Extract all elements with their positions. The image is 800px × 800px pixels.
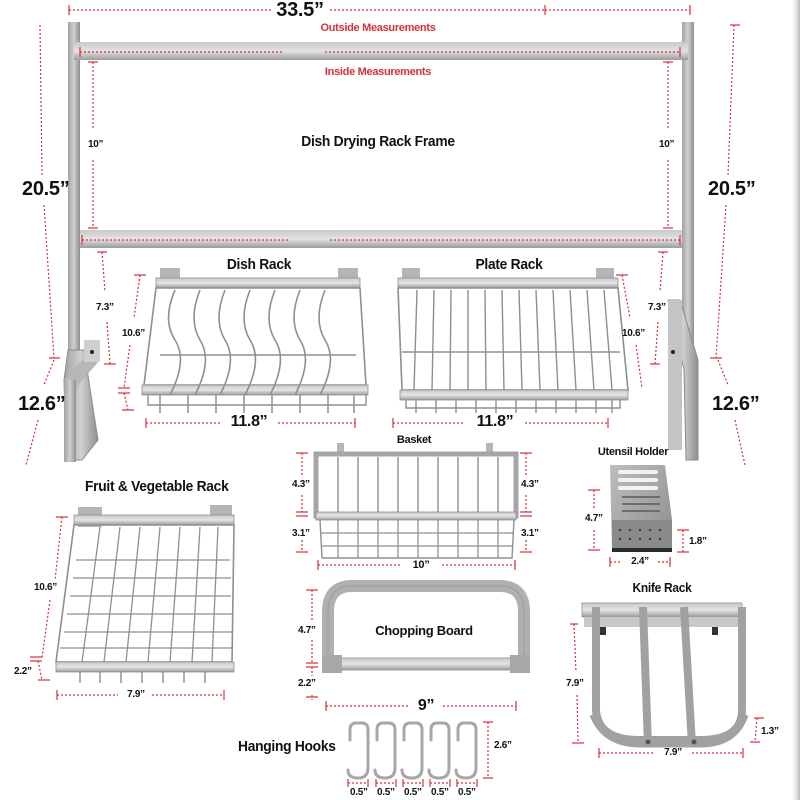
hook-width-1: 0.5”	[350, 787, 368, 798]
plate-rack-title: Plate Rack	[475, 256, 543, 273]
chopping-board-height-lower: 2.2”	[298, 678, 316, 689]
dish-rack-title: Dish Rack	[226, 256, 292, 273]
dimension-lines	[25, 5, 764, 787]
outside-measurements-label: Outside Measurements	[320, 22, 436, 34]
frame-height-left: 20.5”	[22, 178, 70, 200]
dish-rack-graphic	[141, 268, 369, 413]
fruit-vegetable-rack-width: 7.9”	[127, 689, 145, 700]
fruit-vegetable-rack-depth: 10.6”	[34, 582, 57, 593]
dish-rack-depth: 10.6”	[122, 328, 145, 339]
fruit-vegetable-rack-graphic	[55, 505, 235, 683]
fruit-vegetable-rack-height: 2.2”	[14, 666, 32, 677]
plate-rack-width: 11.8”	[476, 413, 514, 430]
frame-upper-gap-right: 10”	[659, 139, 675, 150]
rack-frame	[63, 22, 699, 462]
plate-rack-graphic	[397, 268, 629, 413]
basket-height-lower-left: 3.1”	[292, 528, 310, 539]
plate-rack-depth: 10.6”	[622, 328, 645, 339]
chopping-board-title: Chopping Board	[375, 623, 473, 638]
chopping-board-width: 9”	[417, 697, 435, 714]
knife-rack-width: 7.9”	[664, 747, 682, 758]
frame-base-depth-right: 12.6”	[712, 393, 760, 415]
knife-rack-height: 7.9”	[566, 678, 584, 689]
knife-rack-lip-height: 1.3”	[761, 726, 779, 737]
utensil-holder-width: 2.4”	[631, 556, 649, 567]
utensil-holder-title: Utensil Holder	[597, 446, 669, 458]
dish-rack-width: 11.8”	[230, 413, 268, 430]
basket-height-lower-right: 3.1”	[521, 528, 539, 539]
hook-width-3: 0.5”	[404, 787, 422, 798]
knife-rack-graphic	[581, 602, 749, 748]
hook-width-5: 0.5”	[458, 787, 476, 798]
basket-title: Basket	[396, 434, 432, 446]
basket-graphic	[313, 443, 519, 559]
basket-height-upper-left: 4.3”	[292, 479, 310, 490]
utensil-holder-height: 4.7”	[585, 513, 603, 524]
frame-base-depth-left: 12.6”	[18, 393, 66, 415]
frame-lower-gap-right: 7.3”	[648, 302, 666, 313]
basket-height-upper-right: 4.3”	[521, 479, 539, 490]
chopping-board-height-upper: 4.7”	[298, 625, 316, 636]
basket-width: 10”	[412, 559, 430, 571]
utensil-holder-base-height: 1.8”	[689, 536, 707, 547]
utensil-holder-graphic	[610, 465, 672, 552]
frame-lower-gap-left: 7.3”	[96, 302, 114, 313]
frame-outside-width: 33.5”	[272, 0, 328, 22]
frame-title: Dish Drying Rack Frame	[301, 133, 455, 150]
hanging-hooks-height: 2.6”	[494, 740, 512, 751]
adjacent-image-edge	[792, 0, 800, 800]
frame-upper-gap-left: 10”	[88, 139, 104, 150]
frame-height-right: 20.5”	[708, 178, 756, 200]
hanging-hooks-title: Hanging Hooks	[238, 738, 336, 755]
knife-rack-title: Knife Rack	[632, 580, 692, 595]
hanging-hooks-graphic	[346, 721, 478, 780]
chopping-board-graphic	[322, 580, 530, 673]
fruit-vegetable-rack-title: Fruit & Vegetable Rack	[85, 478, 229, 495]
hook-width-4: 0.5”	[431, 787, 449, 798]
inside-measurements-label: Inside Measurements	[324, 66, 432, 78]
hook-width-2: 0.5”	[377, 787, 395, 798]
